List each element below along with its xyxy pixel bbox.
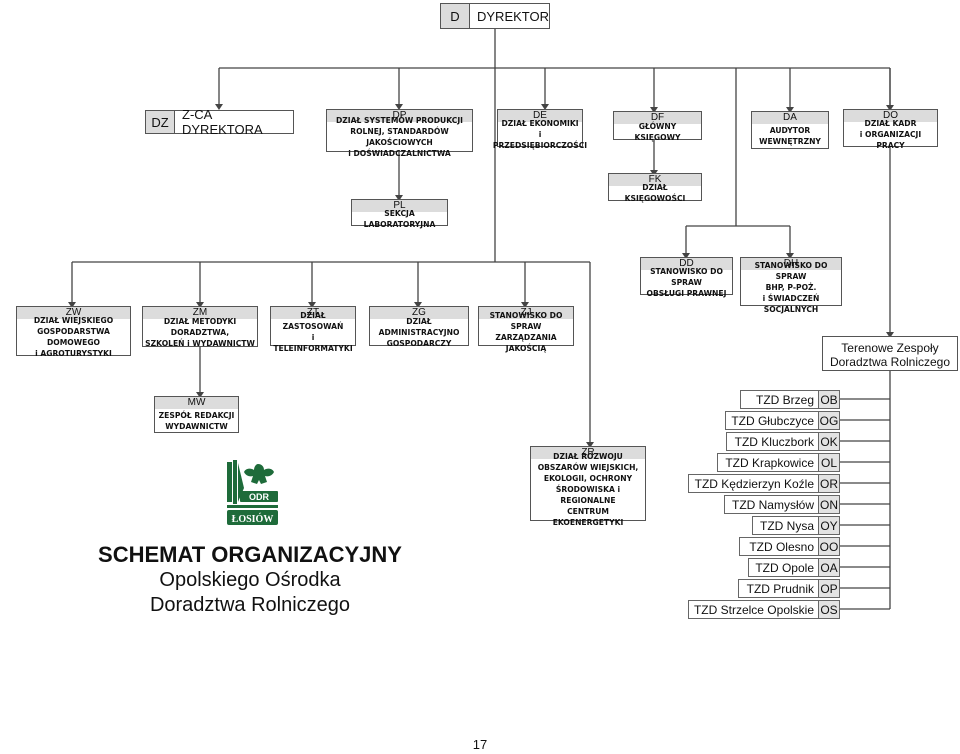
tzd-code: OK	[818, 432, 840, 451]
svg-text:ŁOSIÓW: ŁOSIÓW	[232, 513, 274, 525]
tzd-code: OR	[818, 474, 840, 493]
tzd-code: OL	[818, 453, 840, 472]
unit-code: DD	[641, 258, 732, 270]
director-box: D DYREKTOR	[440, 3, 550, 29]
unit-df: DF GŁÓWNY KSIĘGOWY	[613, 111, 702, 142]
unit-code: DH	[741, 258, 841, 270]
tzd-name: TZD Strzelce Opolskie	[688, 600, 818, 619]
tzd-name: TZD Namysłów	[724, 495, 818, 514]
unit-dh: DH STANOWISKO DO SPRAW BHP, P-POŻ. i ŚWI…	[740, 257, 842, 314]
unit-zr: ZR DZIAŁ ROZWOJU OBSZARÓW WIEJSKICH, EKO…	[530, 446, 646, 527]
tzd-code: OY	[818, 516, 840, 535]
unit-code: ZT	[271, 307, 355, 319]
unit-name: STANOWISKO DO SPRAW OBSŁUGI PRAWNEJ	[646, 266, 727, 298]
tzd-name: TZD Prudnik	[738, 579, 818, 598]
unit-code: DE	[498, 110, 582, 122]
unit-de: DE DZIAŁ EKONOMIKI i PRZEDSIĘBIORCZOŚCI	[492, 109, 588, 150]
svg-text:ODR: ODR	[249, 492, 270, 502]
tzd-name: TZD Kędzierzyn Koźle	[688, 474, 818, 493]
unit-code: DO	[844, 110, 937, 122]
unit-name: DZIAŁ METODYKI DORADZTWA, SZKOLEŃ i WYDA…	[145, 317, 255, 348]
unit-name: SEKCJA LABORATORYJNA	[363, 208, 436, 229]
schema-subtitle-line2: Doradztwa Rolniczego	[149, 594, 351, 616]
deputy-director-box: DZ Z-CA DYREKTORA	[145, 107, 294, 137]
tzd-name: TZD Nysa	[752, 516, 818, 535]
tzd-row: TZD Prudnik OP	[738, 579, 840, 598]
unit-name: DZIAŁ WIEJSKIEGO GOSPODARSTWA DOMOWEGO i…	[33, 316, 114, 358]
schema-subtitle-line1: Opolskiego Ośrodka	[159, 569, 341, 591]
unit-name: DZIAŁ SYSTEMÓW PRODUKCJI ROLNEJ, STANDAR…	[336, 116, 463, 158]
terenowe-zespoly-box: Terenowe Zespoły Doradztwa Rolniczego	[822, 336, 958, 371]
deputy-label: Z-CA DYREKTORA	[182, 107, 263, 137]
tzd-row: TZD Kędzierzyn Koźle OR	[688, 474, 840, 493]
unit-code: DF	[614, 112, 701, 124]
page-number: 17	[472, 737, 488, 752]
unit-name: DZIAŁ ZASTOSOWAŃ i TELEINFORMATYKI	[273, 311, 353, 353]
unit-zw: ZW DZIAŁ WIEJSKIEGO GOSPODARSTWA DOMOWEG…	[16, 306, 131, 358]
unit-code: PL	[352, 200, 447, 212]
tzd-row: TZD Opole OA	[748, 558, 840, 577]
unit-do: DO DZIAŁ KADR i ORGANIZACJI PRACY	[843, 109, 938, 150]
tzd-name: TZD Kluczbork	[726, 432, 818, 451]
unit-code: ZW	[17, 307, 130, 319]
unit-dd: DD STANOWISKO DO SPRAW OBSŁUGI PRAWNEJ	[640, 257, 733, 298]
unit-code: DP	[327, 110, 472, 122]
unit-dp: DP DZIAŁ SYSTEMÓW PRODUKCJI ROLNEJ, STAN…	[326, 109, 473, 158]
tzd-name: TZD Krapkowice	[717, 453, 818, 472]
unit-name: DZIAŁ ROZWOJU OBSZARÓW WIEJSKICH, EKOLOG…	[537, 452, 639, 527]
unit-name: DZIAŁ KADR i ORGANIZACJI PRACY	[859, 118, 922, 150]
tzd-row: TZD Olesno OO	[739, 537, 840, 556]
unit-name: STANOWISKO DO SPRAW ZARZĄDZANIA JAKOŚCIĄ	[490, 311, 563, 353]
tzd-code: OA	[818, 558, 840, 577]
unit-code: ZR	[531, 447, 645, 459]
unit-code: MW	[155, 397, 238, 409]
tzd-row: TZD Brzeg OB	[740, 390, 840, 409]
unit-code: DA	[752, 112, 828, 124]
unit-zg: ZG DZIAŁ ADMINISTRACYJNO GOSPODARCZY	[369, 306, 469, 348]
tzd-row: TZD Kluczbork OK	[726, 432, 840, 451]
tzd-row: TZD Nysa OY	[752, 516, 840, 535]
tzd-row: TZD Krapkowice OL	[717, 453, 840, 472]
tzd-name: TZD Brzeg	[740, 390, 818, 409]
tzd-code: OG	[818, 411, 840, 430]
unit-da: DA AUDYTOR WEWNĘTRZNY	[751, 111, 829, 149]
tzd-code: OO	[818, 537, 840, 556]
tzd-row: TZD Głubczyce OG	[725, 411, 840, 430]
unit-pl: PL SEKCJA LABORATORYJNA	[351, 199, 448, 229]
unit-zt: ZT DZIAŁ ZASTOSOWAŃ i TELEINFORMATYKI	[270, 306, 356, 353]
unit-code: ZG	[370, 307, 468, 319]
unit-name: ZESPÓŁ REDAKCJI WYDAWNICTW	[158, 410, 235, 431]
unit-name: DZIAŁ EKONOMIKI i PRZEDSIĘBIORCZOŚCI	[492, 118, 588, 150]
unit-name: AUDYTOR WEWNĘTRZNY	[759, 126, 821, 146]
schema-title: SCHEMAT ORGANIZACYJNY	[98, 542, 402, 567]
unit-name: DZIAŁ KSIĘGOWOŚCI	[624, 183, 686, 203]
tzd-name: TZD Opole	[748, 558, 818, 577]
unit-zj: ZJ STANOWISKO DO SPRAW ZARZĄDZANIA JAKOŚ…	[478, 306, 574, 353]
tzd-code: OP	[818, 579, 840, 598]
director-code: D	[441, 4, 470, 28]
tzd-code: OS	[818, 600, 840, 619]
tzd-name: TZD Głubczyce	[725, 411, 818, 430]
unit-mw: MW ZESPÓŁ REDAKCJI WYDAWNICTW	[154, 396, 239, 433]
unit-code: ZM	[143, 307, 257, 319]
unit-name: DZIAŁ ADMINISTRACYJNO GOSPODARCZY	[378, 316, 460, 348]
tzd-code: OB	[818, 390, 840, 409]
unit-code: FK	[609, 174, 701, 186]
tzd-name: TZD Olesno	[739, 537, 818, 556]
unit-zm: ZM DZIAŁ METODYKI DORADZTWA, SZKOLEŃ i W…	[142, 306, 258, 348]
unit-code: ZJ	[479, 307, 573, 319]
odr-losiow-logo: ODR ŁOSIÓW	[227, 460, 278, 525]
unit-name: GŁÓWNY KSIĘGOWY	[634, 121, 681, 142]
tzd-code: ON	[818, 495, 840, 514]
tzd-row: TZD Namysłów ON	[724, 495, 840, 514]
tzd-row: TZD Strzelce Opolskie OS	[688, 600, 840, 619]
director-label: DYREKTOR	[477, 8, 549, 24]
deputy-code: DZ	[146, 111, 175, 133]
unit-fk: FK DZIAŁ KSIĘGOWOŚCI	[608, 173, 702, 203]
unit-name: STANOWISKO DO SPRAW BHP, P-POŻ. i ŚWIADC…	[755, 261, 828, 314]
